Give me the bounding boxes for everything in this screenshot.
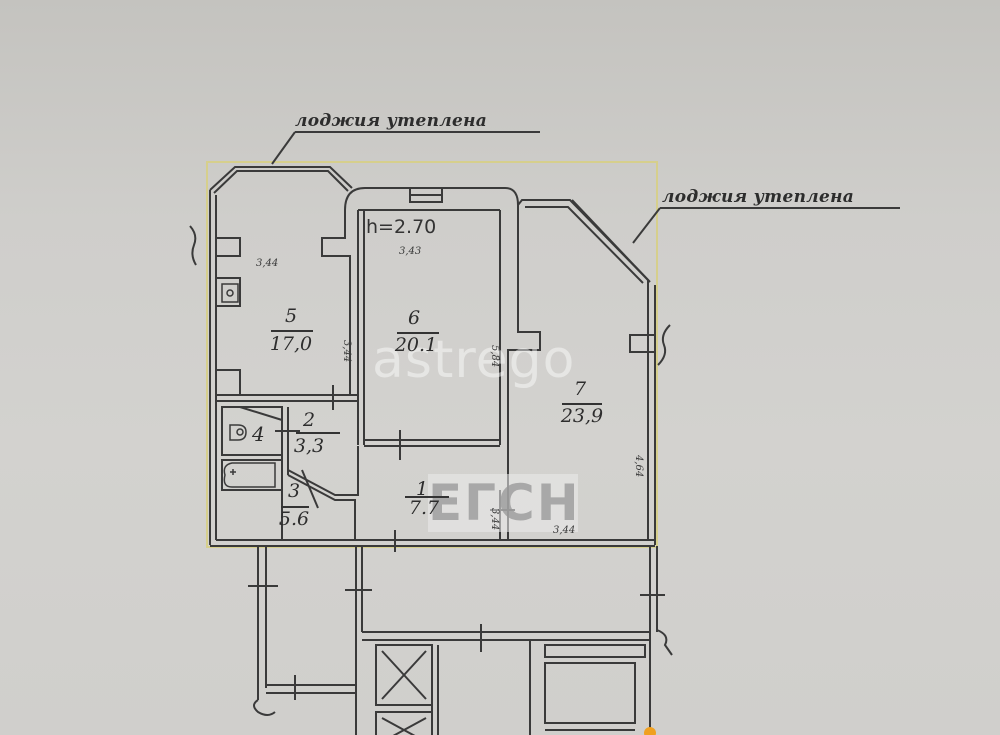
astrego-watermark: astrego: [372, 330, 576, 390]
room-7-divider: [562, 403, 602, 405]
room-5-width-dim: 3,44: [256, 258, 279, 269]
room-2-area: 3,3: [293, 435, 325, 457]
room-3-number: 3: [287, 480, 301, 502]
room-5-area: 17,0: [269, 333, 313, 355]
room-2-number: 2: [302, 409, 316, 431]
room-1-area: 7.7: [408, 497, 440, 519]
room-7-number: 7: [573, 378, 587, 400]
egrn-watermark: ЕГСН: [428, 474, 581, 532]
room-5-depth-dim: 3,44: [341, 340, 352, 363]
room-6-width-dim: 3,43: [399, 246, 422, 257]
room-7-depth-dim: 4,64: [633, 455, 644, 478]
room-6-area: 20.1: [394, 334, 438, 356]
room-5-divider: [271, 330, 313, 332]
room-7-width-dim: 3,44: [553, 525, 576, 536]
accent-dot: [644, 727, 656, 735]
room-7-area: 23,9: [560, 405, 604, 427]
ceiling-height-label: h=2.70: [366, 216, 437, 238]
loggia-label-left: лоджия утеплена: [295, 111, 488, 131]
room-5-number: 5: [284, 305, 298, 327]
room-1-number: 1: [415, 478, 429, 500]
loggia-label-right: лоджия утеплена: [662, 187, 855, 207]
room-4-number: 4: [252, 422, 265, 446]
room-3-divider: [281, 506, 309, 508]
corridor-dim: 3,44: [489, 508, 500, 531]
room-6-number: 6: [407, 307, 421, 329]
room-1-divider: [405, 496, 449, 498]
room-6-divider: [397, 332, 439, 334]
room-2-divider: [296, 432, 340, 434]
room-3-area: 5.6: [278, 508, 310, 530]
room-6-depth-dim: 5,84: [489, 345, 500, 368]
